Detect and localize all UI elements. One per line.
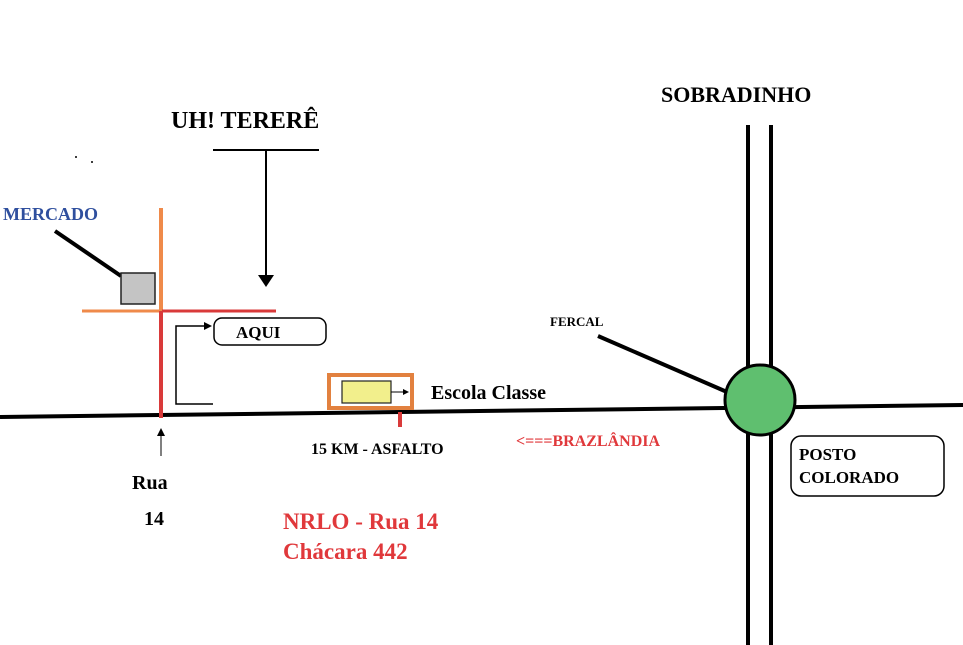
address-line2: Chácara 442 xyxy=(283,539,408,564)
rua-number-label: 14 xyxy=(144,508,164,530)
rua-label: Rua xyxy=(132,472,168,494)
escola-classe-label: Escola Classe xyxy=(431,382,546,404)
main-road xyxy=(0,403,963,419)
school-building xyxy=(341,380,392,404)
address-line1: NRLO - Rua 14 xyxy=(283,509,439,534)
posto-label-line1: POSTO xyxy=(799,445,856,464)
speck xyxy=(91,161,93,163)
uh-terere-label: UH! TERERÊ xyxy=(171,107,319,134)
aqui-label: AQUI xyxy=(236,323,281,342)
brazlandia-label: <===BRAZLÂNDIA xyxy=(516,431,660,450)
route-arrow-head xyxy=(204,322,212,330)
mercado-label: MERCADO xyxy=(3,204,98,224)
terere-arrow-head xyxy=(258,275,274,287)
posto-label-line2: COLORADO xyxy=(799,468,899,487)
aqui-box xyxy=(213,317,327,346)
market-building xyxy=(120,272,156,305)
school-arrow-head xyxy=(403,389,409,395)
sobradinho-label: SOBRADINHO xyxy=(661,82,811,107)
route-to-aqui xyxy=(175,325,213,405)
speck xyxy=(75,156,77,158)
asfalto-label: 15 KM - ASFALTO xyxy=(311,441,444,458)
roundabout xyxy=(723,363,797,437)
fercal-label: FERCAL xyxy=(550,314,604,329)
posto-box xyxy=(790,435,945,497)
mercado-pointer xyxy=(53,229,123,278)
fercal-pointer xyxy=(597,334,728,394)
rua-arrow-head xyxy=(157,428,165,436)
